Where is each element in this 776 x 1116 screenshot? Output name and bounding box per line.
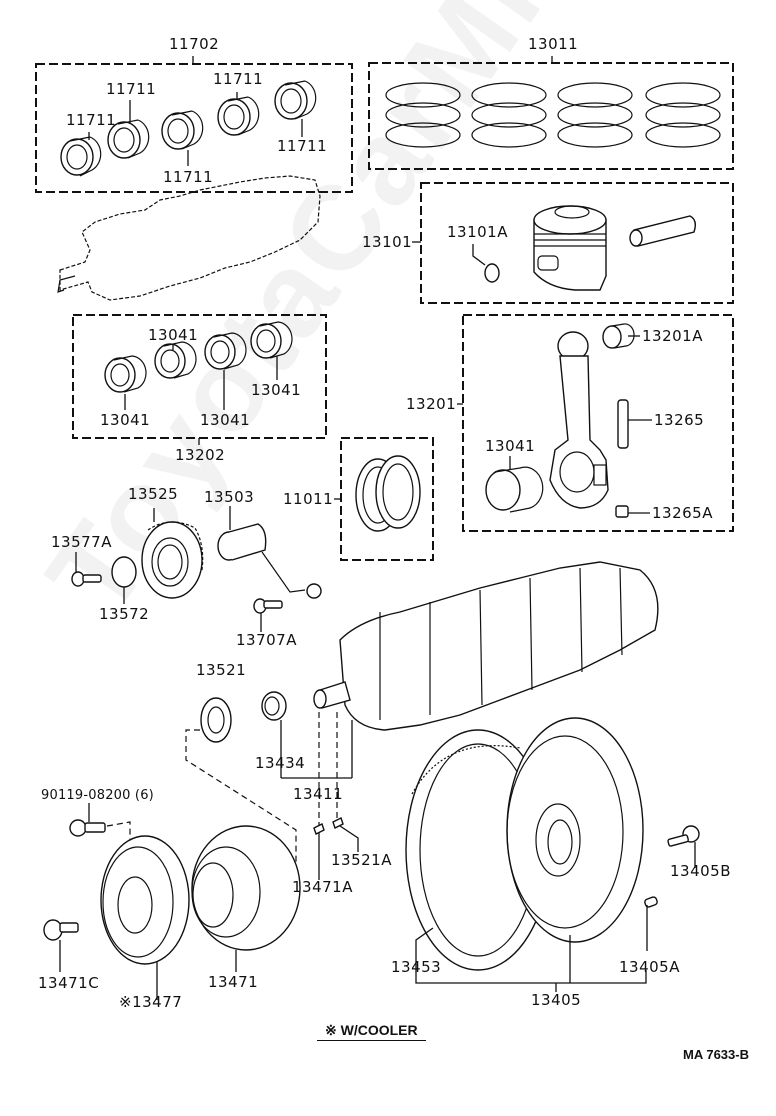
group-box-13202 xyxy=(72,314,327,445)
crankshaft-phantom xyxy=(57,175,321,301)
leader-lines-13041 xyxy=(124,344,278,410)
reference-code: MA 7633-B xyxy=(683,1047,749,1062)
flywheel-13405 xyxy=(506,717,644,943)
group-box-13011 xyxy=(368,56,734,170)
label-13202: 13202 xyxy=(175,446,226,464)
label-13525: 13525 xyxy=(128,485,179,503)
conrod-bearing-13041 xyxy=(485,456,544,513)
label-11711: 11711 xyxy=(163,168,214,186)
label-13471: 13471 xyxy=(208,973,259,991)
leader-lines-gear xyxy=(123,508,155,604)
label-13011: 13011 xyxy=(528,35,579,53)
connecting-rod xyxy=(549,331,609,509)
label-13041: 13041 xyxy=(485,437,536,455)
plate-13572 xyxy=(111,556,137,588)
crankshaft-leaders xyxy=(185,712,359,880)
crankshaft xyxy=(313,561,659,731)
footnote-w-cooler: ※ W/COOLER xyxy=(317,1022,426,1041)
label-13434: 13434 xyxy=(255,754,306,772)
bolt-13471C xyxy=(43,919,79,972)
label-11711: 11711 xyxy=(213,70,264,88)
label-13521A: 13521A xyxy=(331,851,392,869)
label-13411: 13411 xyxy=(293,785,344,803)
piston-pin xyxy=(629,215,697,247)
label-11711: 11711 xyxy=(66,111,117,129)
label-11711: 11711 xyxy=(277,137,328,155)
label-13572: 13572 xyxy=(99,605,150,623)
label-13577A: 13577A xyxy=(51,533,112,551)
label-90119-08200: 90119-08200 (6) xyxy=(41,788,154,803)
label-13471C: 13471C xyxy=(38,974,100,992)
label-13503: 13503 xyxy=(204,488,255,506)
label-13041: 13041 xyxy=(200,411,251,429)
crank-bearing-part xyxy=(60,80,317,177)
piston-ring-sets xyxy=(385,82,721,148)
oil-pump-13503 xyxy=(217,506,322,599)
crank-bushing-13434 xyxy=(261,691,287,721)
pulley-13477 xyxy=(100,835,190,1000)
dowel-pin-13405A xyxy=(644,896,658,951)
label-13707A: 13707A xyxy=(236,631,297,649)
bolt-13707A xyxy=(253,598,283,632)
conrod-nut xyxy=(615,505,650,518)
timing-gear-13525 xyxy=(141,521,204,599)
label-13521: 13521 xyxy=(196,661,247,679)
label-11011: 11011 xyxy=(283,490,334,508)
label-13101: 13101 xyxy=(362,233,413,251)
bolt-90119 xyxy=(69,803,131,900)
label-13041: 13041 xyxy=(148,326,199,344)
label-13201: 13201 xyxy=(406,395,457,413)
flywheel-bolt-13405B xyxy=(667,825,700,868)
small-end-bushing xyxy=(602,323,640,349)
piston xyxy=(533,205,607,291)
label-13471A: 13471A xyxy=(292,878,353,896)
label-13477: ※13477 xyxy=(119,993,183,1011)
label-13101A: 13101A xyxy=(447,223,508,241)
label-11702: 11702 xyxy=(169,35,220,53)
pulley-13471 xyxy=(191,825,301,972)
group-box-13101 xyxy=(412,182,734,304)
label-13265: 13265 xyxy=(654,411,705,429)
label-13453: 13453 xyxy=(391,958,442,976)
conrod-bearing-parts xyxy=(104,321,293,393)
label-11711: 11711 xyxy=(106,80,157,98)
label-13041: 13041 xyxy=(100,411,151,429)
group-box-11702 xyxy=(35,56,353,193)
label-13265A: 13265A xyxy=(652,504,713,522)
label-13405: 13405 xyxy=(531,991,582,1009)
conrod-bolt xyxy=(617,399,652,449)
group-box-11011 xyxy=(334,437,434,561)
label-13405B: 13405B xyxy=(670,862,732,880)
bolt-13577A xyxy=(71,552,102,587)
thrust-washers xyxy=(355,455,421,532)
snap-ring xyxy=(472,244,500,283)
leader-lines-11711 xyxy=(88,92,303,166)
flywheel-leaders xyxy=(415,927,647,992)
label-13201A: 13201A xyxy=(642,327,703,345)
label-13041: 13041 xyxy=(251,381,302,399)
label-13405A: 13405A xyxy=(619,958,680,976)
group-box-13201 xyxy=(457,314,734,532)
crank-pulley-gear-13521 xyxy=(200,697,232,743)
